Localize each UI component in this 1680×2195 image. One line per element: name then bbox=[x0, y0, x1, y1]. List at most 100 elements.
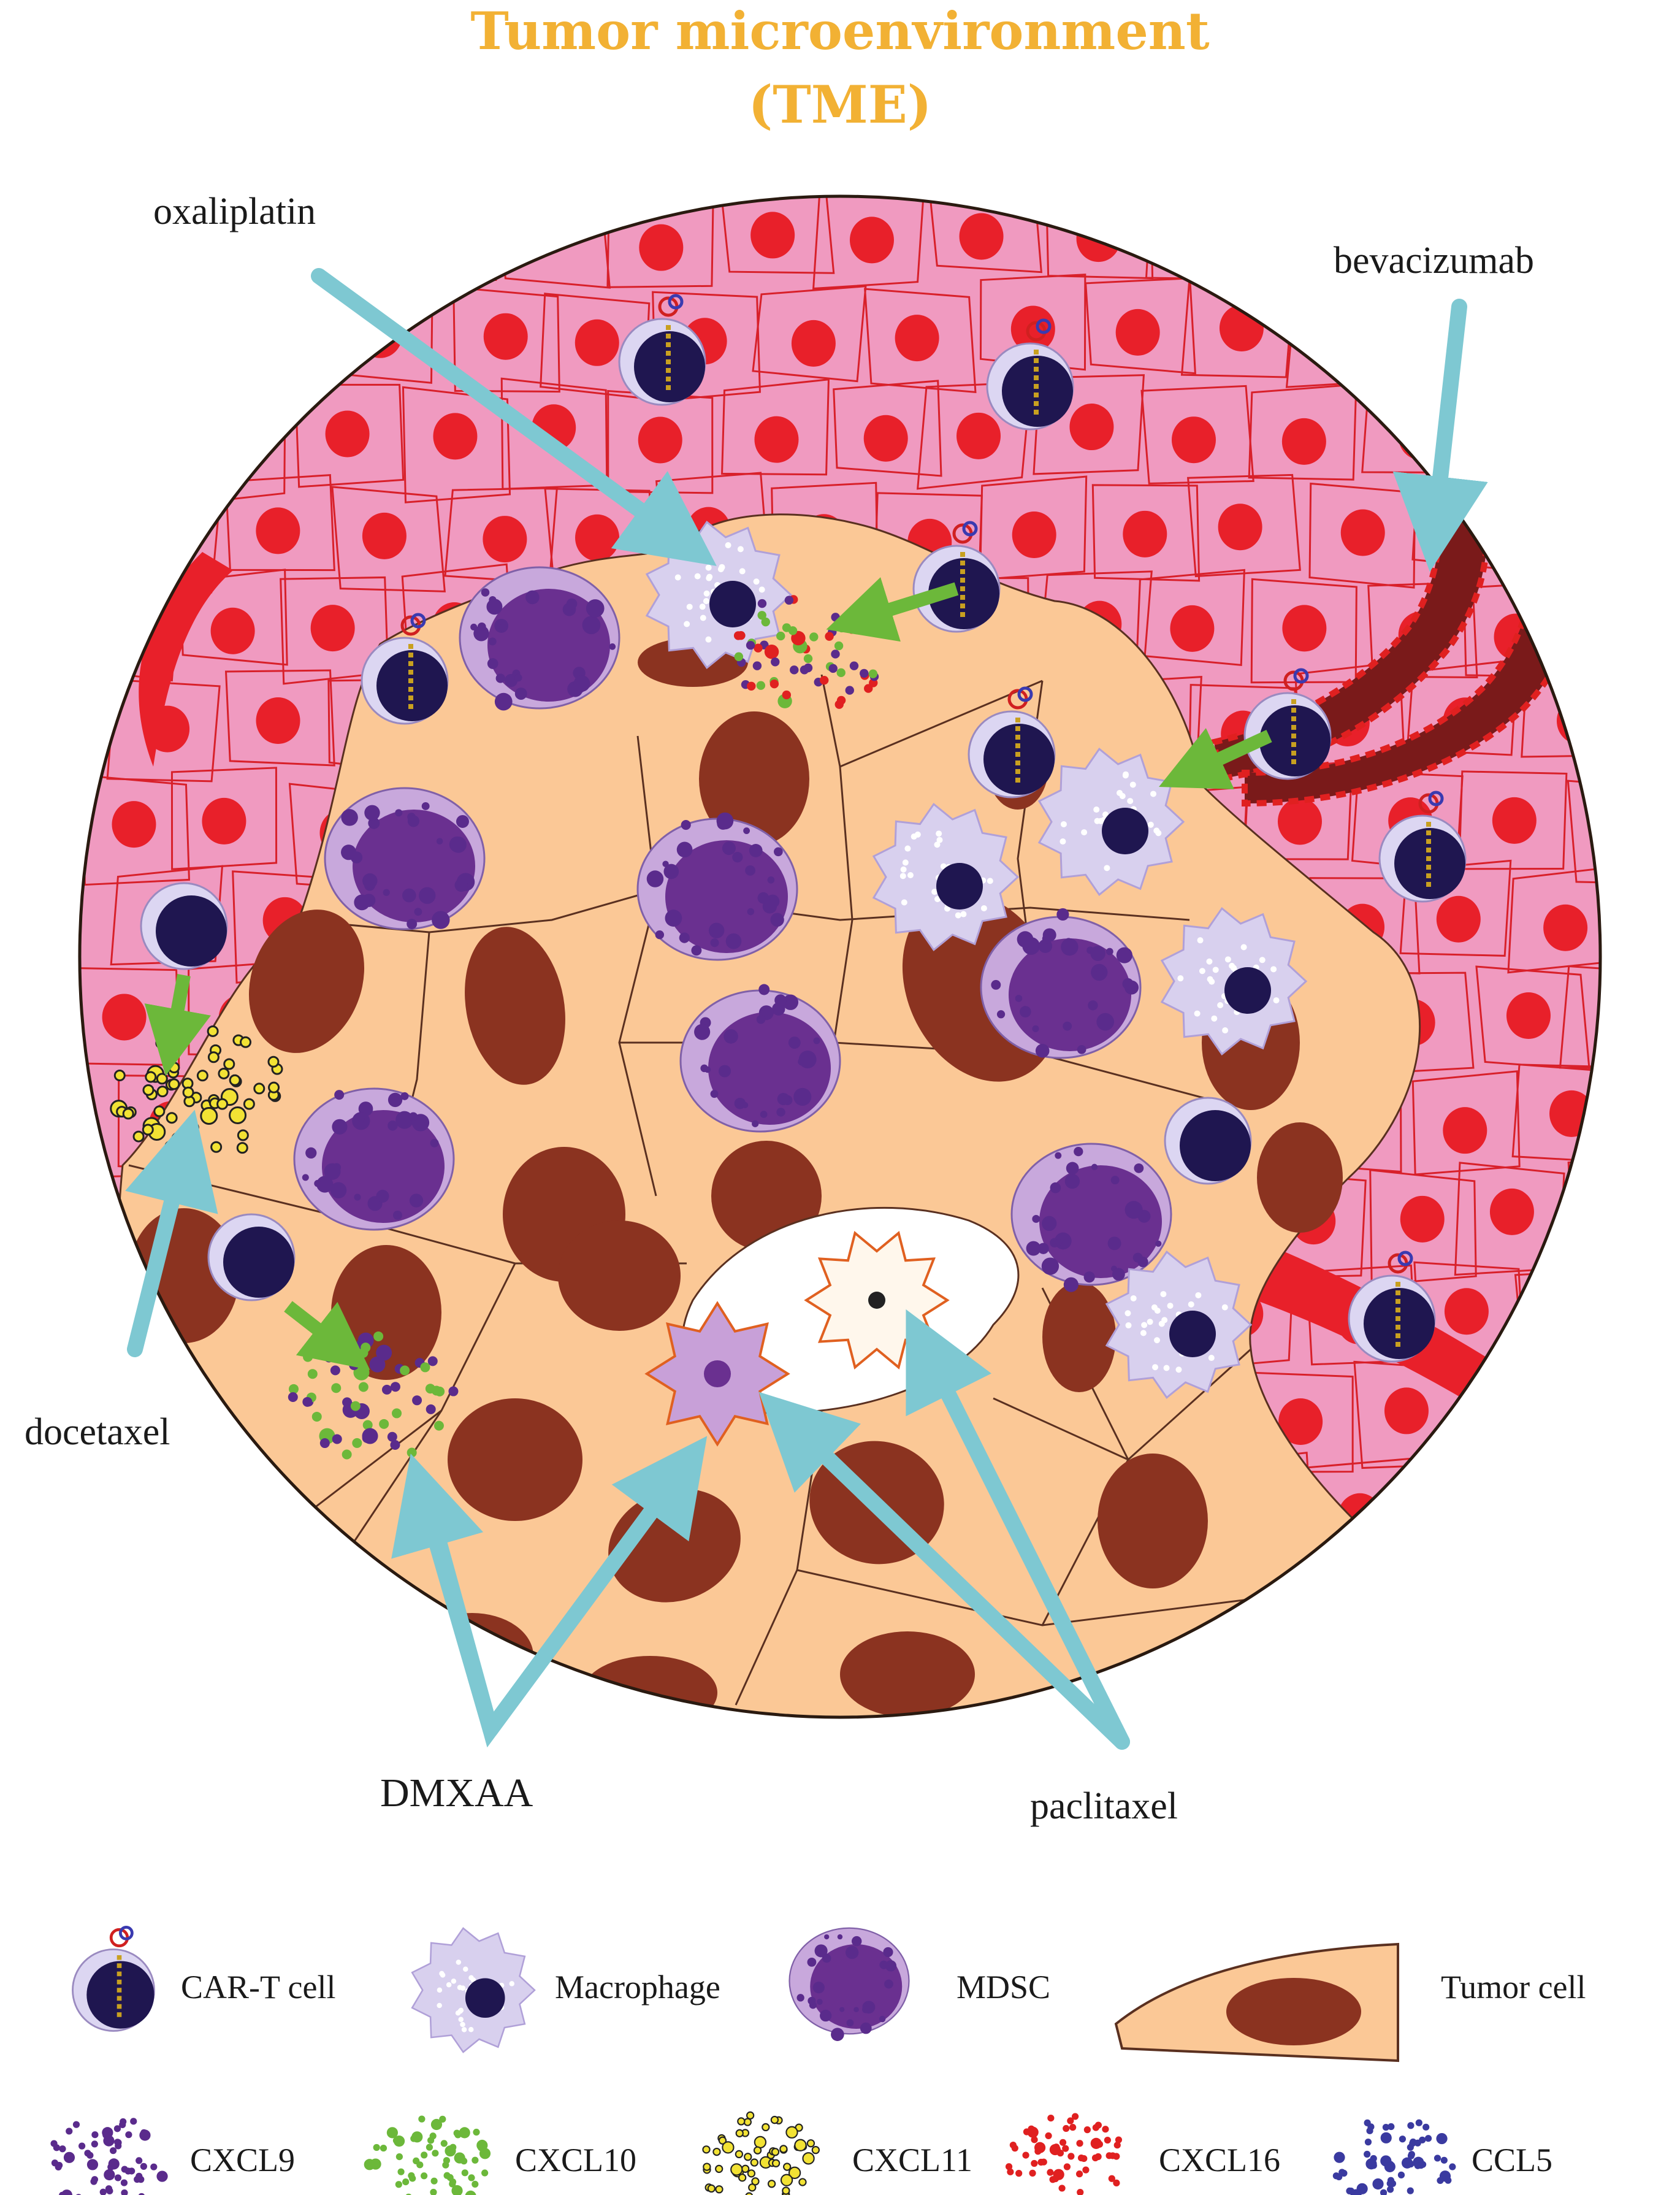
chemokine-particle bbox=[845, 686, 854, 695]
normal-cell bbox=[331, 486, 446, 592]
macrophage-cell bbox=[1037, 748, 1185, 896]
chemokine-particle bbox=[113, 1070, 126, 1082]
mdsc-granule bbox=[676, 841, 693, 858]
chemokine-particle bbox=[1113, 2142, 1121, 2149]
chemokine-particle bbox=[171, 1132, 183, 1144]
chemokine-particle bbox=[737, 2117, 746, 2126]
car-t-cell bbox=[1243, 668, 1332, 780]
macrophage-vesicle bbox=[686, 603, 693, 610]
chemokine-particle bbox=[156, 1086, 169, 1098]
chemokine-particle bbox=[113, 2125, 121, 2132]
mdsc-granule bbox=[1061, 938, 1079, 956]
chemokine-particle bbox=[1380, 2132, 1392, 2143]
macrophage-vesicle bbox=[703, 590, 710, 597]
macrophage-vesicle bbox=[1211, 1015, 1218, 1022]
chemokine-particle bbox=[1365, 2158, 1377, 2170]
chemokine-particle bbox=[433, 1420, 444, 1431]
chemokine-particle bbox=[122, 1108, 134, 1120]
normal-cell-nucleus bbox=[1280, 1589, 1325, 1636]
mdsc-granule bbox=[716, 812, 734, 830]
effect-arrow bbox=[144, 974, 211, 1076]
normal-cell-nucleus bbox=[1076, 215, 1121, 262]
mdsc-granule bbox=[486, 599, 503, 615]
mdsc-granule bbox=[747, 908, 755, 916]
macrophage-vesicle bbox=[468, 2027, 474, 2032]
macrophage-vesicle bbox=[1207, 976, 1213, 983]
chemokine-particle bbox=[142, 1124, 154, 1136]
chemokine-particle bbox=[307, 1369, 318, 1379]
chemokine-particle bbox=[392, 1408, 402, 1419]
normal-cell-nucleus bbox=[256, 1695, 301, 1717]
mdsc-granule bbox=[395, 809, 402, 816]
mdsc-granule bbox=[1042, 1216, 1057, 1232]
chemokine-particle bbox=[1335, 2155, 1343, 2162]
macrophage-vesicle bbox=[904, 845, 911, 852]
chemokine-particle bbox=[831, 649, 840, 659]
mdsc-granule bbox=[767, 876, 775, 884]
mdsc-granule bbox=[757, 892, 769, 904]
normal-cell bbox=[1399, 859, 1512, 957]
chemokine-particle bbox=[751, 2177, 760, 2186]
mdsc-granule bbox=[824, 1934, 830, 1940]
normal-cell-nucleus bbox=[1010, 305, 1055, 353]
chemokine-particle bbox=[164, 1140, 177, 1152]
normal-cell-nucleus bbox=[261, 1498, 305, 1546]
normal-cell-nucleus bbox=[483, 313, 528, 360]
chemokine-particle bbox=[237, 1129, 249, 1141]
car-t-cell bbox=[1378, 791, 1467, 903]
normal-cell-nucleus bbox=[105, 1592, 150, 1639]
normal-cell-nucleus bbox=[1069, 404, 1114, 451]
normal-cell bbox=[1475, 965, 1590, 1071]
chemokine-particle bbox=[712, 2147, 721, 2156]
legend-macrophage-symbol bbox=[411, 1927, 536, 2053]
chemokine-particle bbox=[216, 1098, 229, 1110]
car-t-nucleus bbox=[376, 650, 448, 721]
chemokine-particle bbox=[430, 2118, 443, 2131]
mdsc-granule bbox=[1026, 1241, 1041, 1256]
mdsc-granule bbox=[749, 843, 763, 857]
normal-cell bbox=[1514, 1268, 1600, 1366]
chemokine-particle bbox=[1052, 2175, 1060, 2183]
mdsc-granule bbox=[504, 673, 518, 688]
chemokine-particle bbox=[425, 1384, 435, 1394]
chemokine-particle bbox=[750, 2158, 758, 2167]
mdsc-granule bbox=[402, 888, 416, 903]
car-t-cell bbox=[361, 613, 449, 725]
macrophage-vesicle bbox=[1153, 827, 1160, 834]
legend-tumor-cell-nucleus bbox=[1226, 1978, 1361, 2045]
chemokine-particle bbox=[236, 1142, 248, 1154]
chemokine-particle bbox=[756, 681, 766, 690]
chemokine-particle bbox=[722, 2141, 735, 2154]
mdsc-granule bbox=[708, 922, 725, 939]
mdsc-granule bbox=[364, 805, 380, 821]
mdsc-granule bbox=[477, 622, 486, 631]
macrophage-vesicle bbox=[460, 2021, 465, 2028]
normal-cell bbox=[120, 274, 229, 372]
macrophage-vesicle bbox=[901, 899, 907, 906]
normal-cell bbox=[1458, 1363, 1566, 1460]
chemokine-particle bbox=[1096, 2140, 1103, 2148]
chemokine-particle bbox=[746, 2111, 755, 2120]
tumor-cell-nucleus bbox=[248, 910, 365, 1053]
chemokine-particle bbox=[86, 2151, 94, 2159]
chemokine-particle bbox=[106, 2187, 113, 2194]
chemokine-particle bbox=[125, 2131, 132, 2139]
chemokine-particle bbox=[200, 1106, 218, 1125]
mdsc-granule bbox=[514, 688, 527, 700]
mdsc-granule bbox=[454, 878, 468, 892]
chemokine-particle bbox=[409, 2175, 416, 2182]
mdsc-granule bbox=[1107, 1236, 1121, 1251]
mdsc-granule bbox=[691, 945, 702, 956]
normal-cell-nucleus bbox=[112, 801, 156, 848]
legend-cxcl11-symbol bbox=[702, 2111, 820, 2195]
macrophage-vesicle bbox=[1195, 1292, 1202, 1298]
normal-cell-nucleus bbox=[102, 994, 147, 1041]
normal-cell-nucleus bbox=[1437, 1499, 1481, 1546]
mdsc-granule bbox=[776, 1108, 785, 1117]
normal-cell-nucleus bbox=[256, 507, 300, 554]
legend-label-tumor-cell: Tumor cell bbox=[1441, 1969, 1586, 2005]
mdsc-granule bbox=[798, 1051, 817, 1068]
mdsc-granule bbox=[582, 616, 601, 635]
macrophage-vesicle bbox=[1125, 1322, 1132, 1329]
